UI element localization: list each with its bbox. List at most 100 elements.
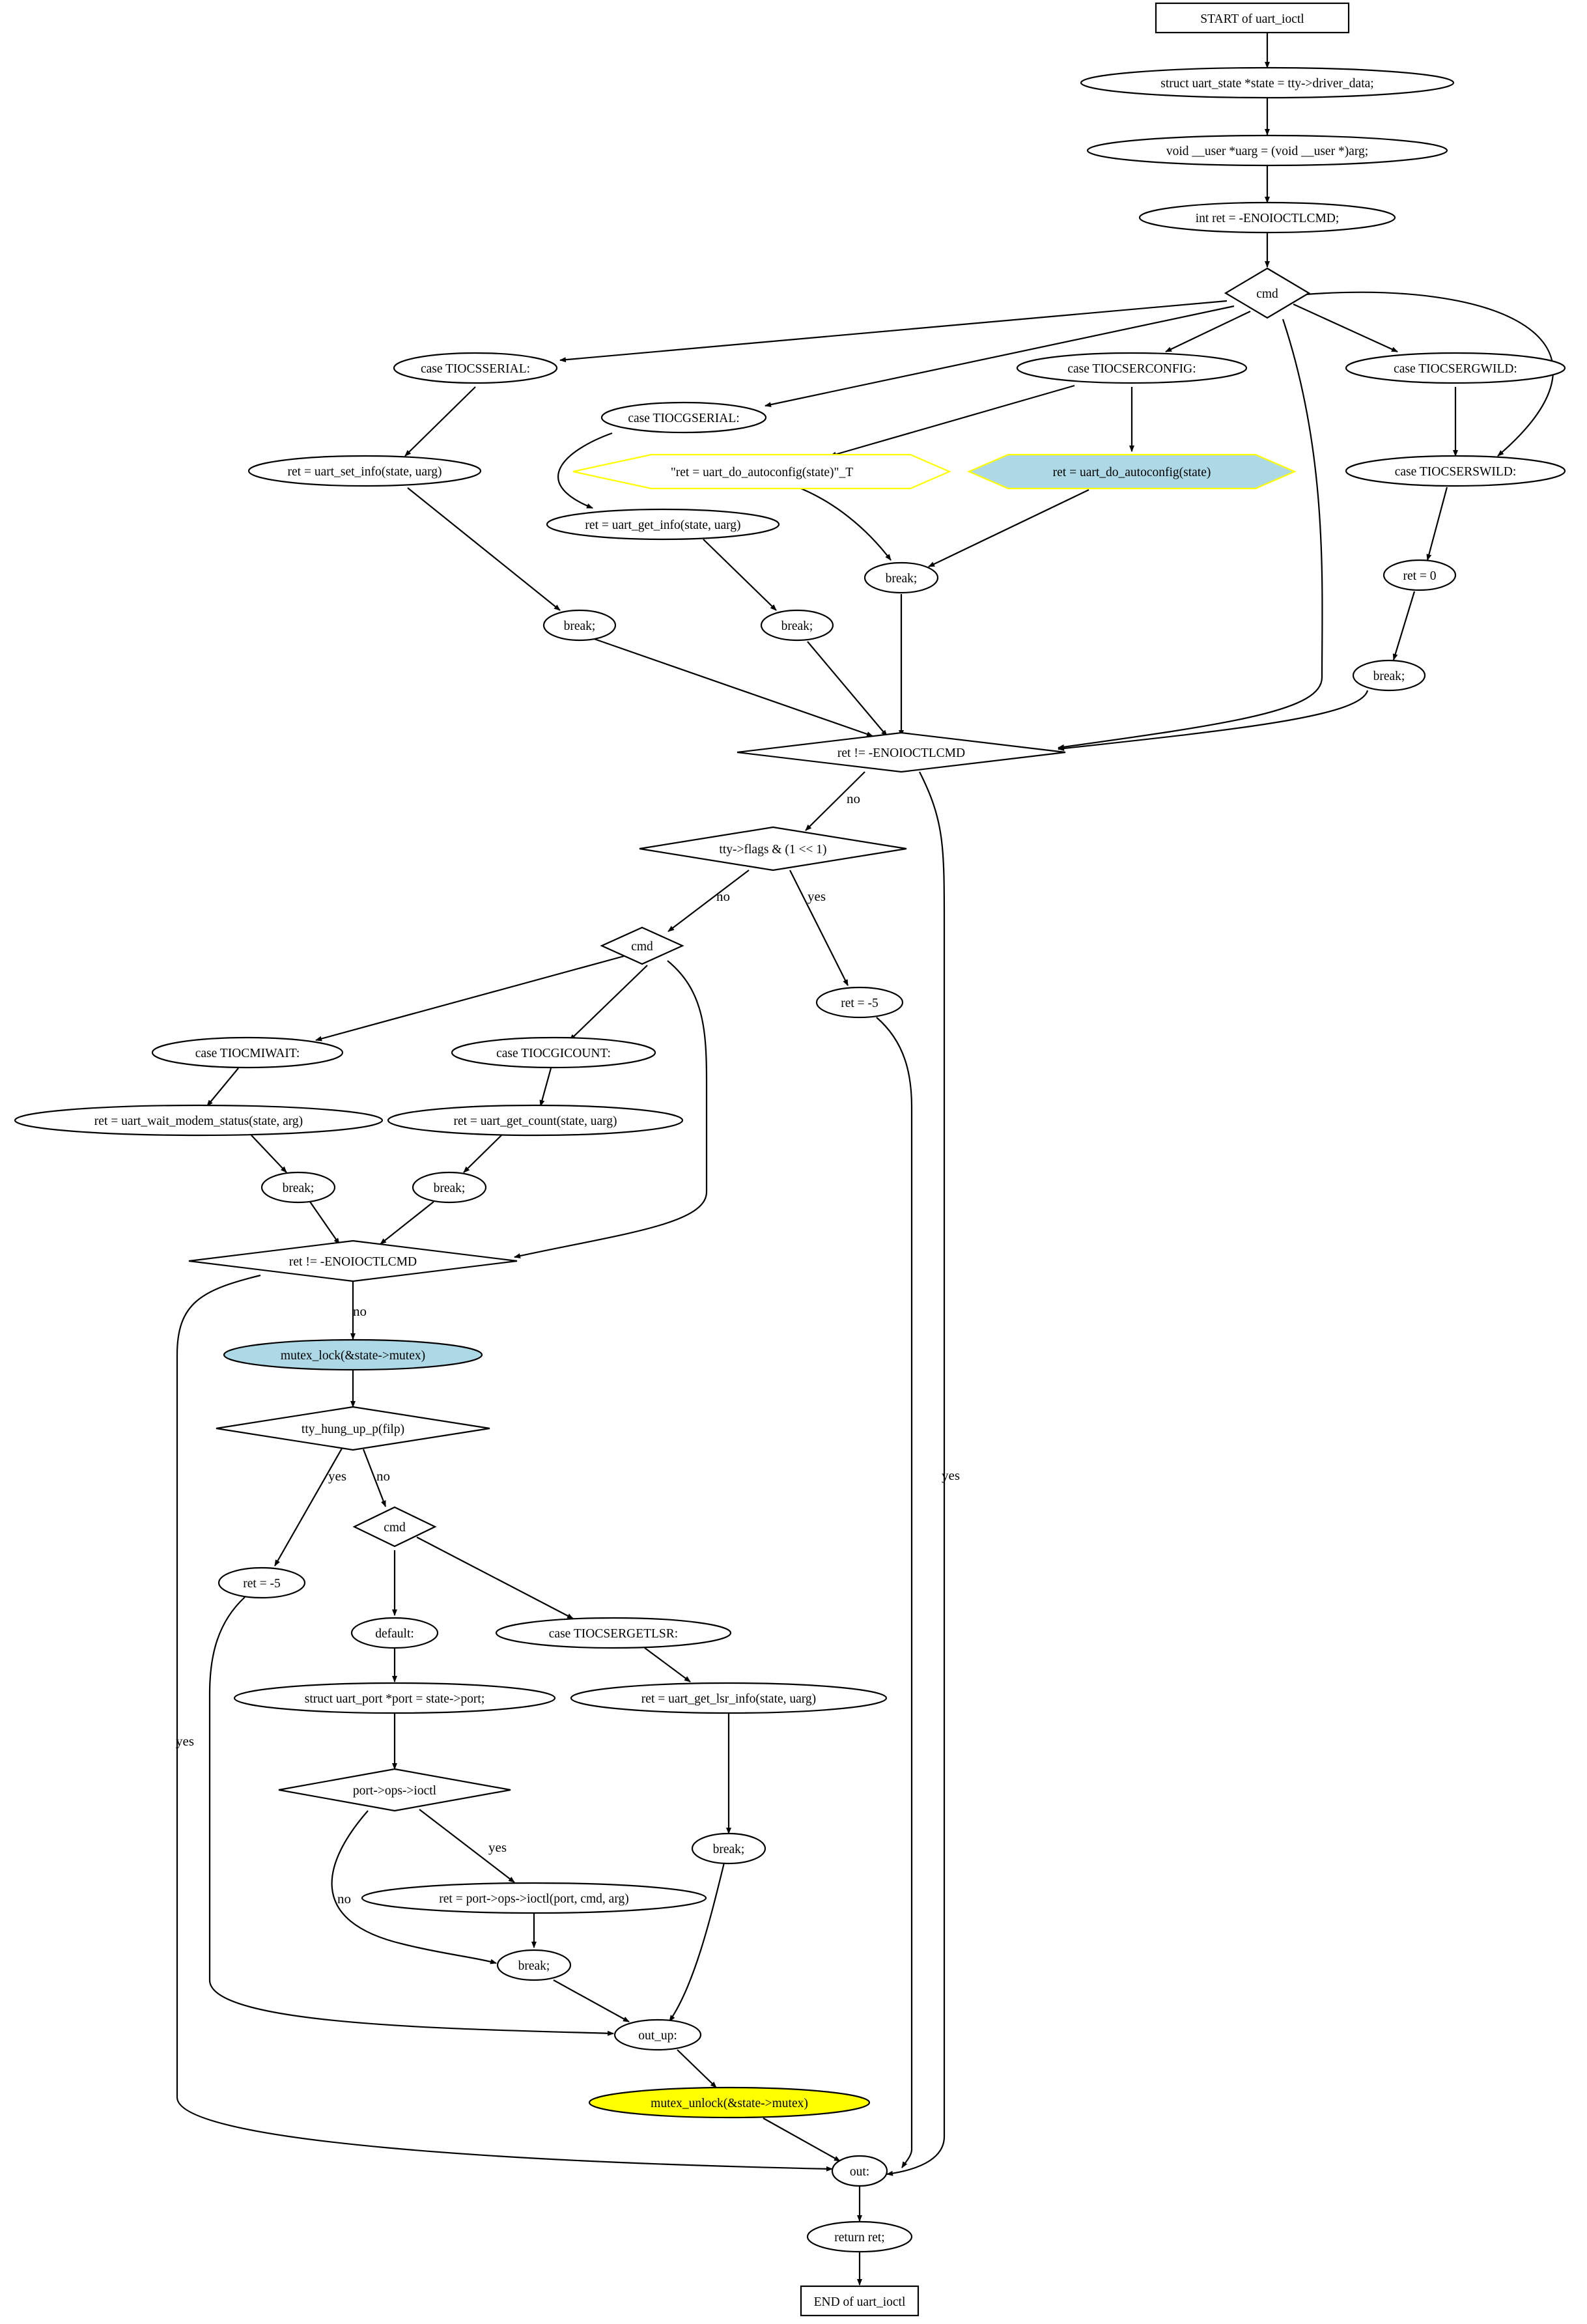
edge-flags-ret-m5-a [789, 870, 849, 986]
edge-brk-wild-chk1 [1058, 690, 1369, 752]
svg-text:ret = uart_get_info(state, uar: ret = uart_get_info(state, uarg) [585, 518, 740, 532]
edge-get-count-brk-count [463, 1135, 502, 1173]
edge-tiocmiwait-wait-modem [206, 1068, 239, 1107]
svg-text:case TIOCSERCONFIG:: case TIOCSERCONFIG: [1067, 362, 1196, 376]
node-tiocsergetlsr: case TIOCSERGETLSR: [495, 1617, 732, 1649]
node-autoconfig-t: "ret = uart_do_autoconfig(state)"_T [572, 453, 951, 490]
node-tiocgserial: case TIOCGSERIAL: [600, 401, 767, 434]
svg-text:break;: break; [564, 619, 596, 633]
node-out-up: out_up: [613, 2019, 702, 2051]
edge-label-flags-yes: yes [808, 888, 826, 904]
svg-text:break;: break; [713, 1843, 745, 1856]
edge-cmd2-tiocmiwait [315, 955, 625, 1042]
nodes: START of uart_ioctl struct uart_state *s… [14, 2, 1566, 2317]
edge-brk-lsr-out-up [669, 1862, 725, 2022]
edge-tiocserswild-ret0 [1426, 487, 1448, 561]
svg-text:return ret;: return ret; [834, 2231, 884, 2245]
svg-text:mutex_lock(&state->mutex): mutex_lock(&state->mutex) [281, 1349, 425, 1363]
edge-ops-ioctl-brk-ops [331, 1810, 497, 1964]
svg-text:case TIOCSERGETLSR:: case TIOCSERGETLSR: [549, 1627, 678, 1641]
svg-text:ret = uart_get_lsr_info(state,: ret = uart_get_lsr_info(state, uarg) [641, 1692, 816, 1706]
svg-text:ret = -5: ret = -5 [841, 997, 878, 1010]
svg-text:ret != -ENOIOCTLCMD: ret != -ENOIOCTLCMD [837, 746, 965, 760]
svg-text:ret = uart_wait_modem_status(s: ret = uart_wait_modem_status(state, arg) [94, 1114, 303, 1128]
node-autoconfig: ret = uart_do_autoconfig(state) [967, 453, 1297, 490]
svg-text:out:: out: [850, 2165, 869, 2179]
svg-text:ret = port->ops->ioctl(port, c: ret = port->ops->ioctl(port, cmd, arg) [439, 1892, 628, 1906]
svg-text:START of uart_ioctl: START of uart_ioctl [1200, 12, 1304, 26]
svg-text:"ret = uart_do_autoconfig(stat: "ret = uart_do_autoconfig(state)"_T [671, 466, 853, 479]
edge-label-flags-no: no [716, 888, 730, 904]
node-cmd3: cmd [352, 1506, 437, 1548]
edge-label-chk1-yes: yes [942, 1467, 960, 1483]
edge-cmd1-tiocgserial [765, 305, 1235, 408]
node-chk2: ret != -ENOIOCTLCMD [188, 1240, 518, 1282]
edge-ret-m5-b-out-up [208, 1596, 614, 2036]
edge-hung-up-cmd3 [362, 1449, 387, 1507]
edge-cmd1-tiocsserial [559, 300, 1228, 363]
node-set-info: ret = uart_set_info(state, uarg) [247, 455, 482, 487]
svg-text:int ret = -ENOIOCTLCMD;: int ret = -ENOIOCTLCMD; [1196, 212, 1340, 225]
svg-text:ret = -5: ret = -5 [243, 1577, 281, 1591]
edge-label-chk2-no: no [353, 1303, 367, 1319]
edge-tiocsergetlsr-get-lsr [644, 1647, 691, 1682]
svg-text:ret = uart_set_info(state, uar: ret = uart_set_info(state, uarg) [288, 465, 442, 479]
edge-get-info-brk-get [703, 539, 777, 611]
node-mutex-lock: mutex_lock(&state->mutex) [223, 1339, 483, 1371]
node-brk-lsr: break; [691, 1832, 766, 1865]
svg-text:ret != -ENOIOCTLCMD: ret != -ENOIOCTLCMD [289, 1255, 417, 1269]
svg-text:break;: break; [1373, 670, 1405, 683]
edge-ops-ioctl-ops-call [419, 1809, 515, 1883]
edge-tiocgicount-get-count [539, 1068, 552, 1107]
node-return: return ret; [806, 2220, 913, 2253]
edge-ret-m5-a-out [876, 1017, 913, 2168]
svg-text:port->ops->ioctl: port->ops->ioctl [353, 1784, 437, 1798]
svg-text:break;: break; [781, 619, 813, 633]
node-ops-ioctl: port->ops->ioctl [278, 1768, 511, 1812]
svg-text:cmd: cmd [631, 940, 653, 954]
node-tiocgicount: case TIOCGICOUNT: [451, 1036, 656, 1069]
edge-chk1-out [886, 771, 946, 2176]
svg-text:case TIOCSSERIAL:: case TIOCSSERIAL: [421, 362, 530, 376]
edge-cmd1-tiocsergwild [1293, 303, 1398, 353]
svg-text:break;: break; [518, 1959, 550, 1973]
svg-text:tty_hung_up_p(filp): tty_hung_up_p(filp) [302, 1423, 404, 1436]
node-chk1: ret != -ENOIOCTLCMD [737, 731, 1066, 773]
svg-text:break;: break; [434, 1182, 466, 1195]
edge-mutex-unlock-out [763, 2118, 841, 2162]
node-flags: tty->flags & (1 << 1) [639, 826, 907, 872]
edge-labels: no yes no yes no yes yes no yes no [176, 791, 960, 1906]
edge-label-hung-no: no [376, 1468, 390, 1484]
svg-text:END of uart_ioctl: END of uart_ioctl [814, 2295, 906, 2309]
node-mutex-unlock: mutex_unlock(&state->mutex) [588, 2086, 871, 2119]
edge-out-up-mutex-unlock [677, 2049, 717, 2088]
node-get-lsr: ret = uart_get_lsr_info(state, uarg) [570, 1682, 888, 1714]
node-tiocserconfig: case TIOCSERCONFIG: [1016, 352, 1248, 384]
svg-text:case TIOCGICOUNT:: case TIOCGICOUNT: [496, 1047, 611, 1060]
edge-label-chk1-no: no [847, 791, 860, 806]
node-cmd2: cmd [600, 926, 684, 965]
node-state: struct uart_state *state = tty->driver_d… [1080, 66, 1455, 99]
edge-label-ops-no: no [337, 1891, 351, 1906]
svg-text:break;: break; [283, 1182, 315, 1195]
edge-tiocgserial-get-info [557, 432, 613, 509]
node-ops-call: ret = port->ops->ioctl(port, cmd, arg) [361, 1882, 707, 1914]
edge-tiocserconfig-autoconfig-t [830, 384, 1075, 457]
svg-text:default:: default: [375, 1627, 414, 1641]
node-ret0: ret = 0 [1383, 559, 1457, 591]
node-port: struct uart_port *port = state->port; [233, 1682, 556, 1714]
edge-cmd2-tiocgicount [569, 965, 648, 1041]
node-ret-m5-b: ret = -5 [218, 1566, 306, 1599]
node-ret-init: int ret = -ENOIOCTLCMD; [1138, 201, 1396, 234]
node-get-info: ret = uart_get_info(state, uarg) [546, 508, 780, 541]
node-hung-up: tty_hung_up_p(filp) [216, 1406, 490, 1451]
node-wait-modem: ret = uart_wait_modem_status(state, arg) [14, 1104, 384, 1137]
edge-tiocsserial-set-info [404, 386, 476, 457]
svg-text:mutex_unlock(&state->mutex): mutex_unlock(&state->mutex) [651, 2097, 808, 2110]
svg-text:cmd: cmd [384, 1521, 406, 1535]
svg-text:ret = 0: ret = 0 [1403, 569, 1436, 583]
svg-text:case TIOCMIWAIT:: case TIOCMIWAIT: [195, 1047, 300, 1060]
edge-chk2-out [176, 1274, 833, 2172]
svg-text:tty->flags & (1 << 1): tty->flags & (1 << 1) [719, 843, 826, 857]
svg-text:case TIOCSERGWILD:: case TIOCSERGWILD: [1394, 362, 1517, 376]
